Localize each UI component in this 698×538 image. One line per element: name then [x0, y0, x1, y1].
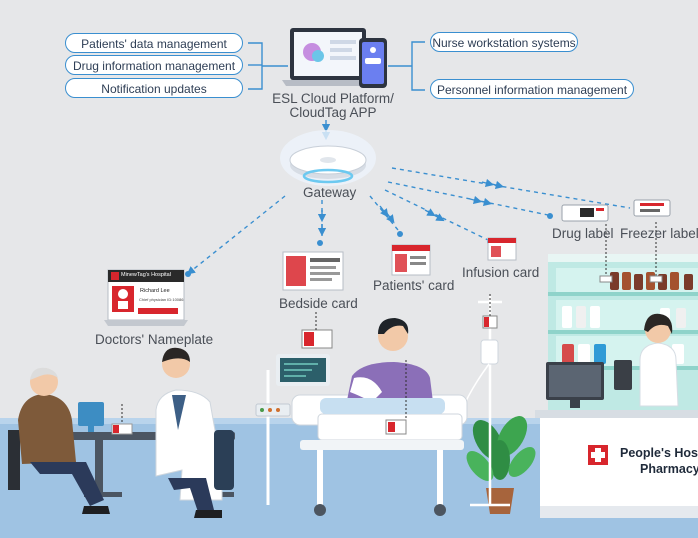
shelf-label-markers — [605, 222, 657, 276]
nameplate-hospital: MinewTag's Hospital — [121, 272, 171, 278]
module-personnel-info: Personnel information management — [430, 79, 634, 99]
desk-nameplate-tag — [111, 404, 133, 435]
platform-label: ESL Cloud Platform/ CloudTag APP — [270, 92, 396, 120]
hospital-bed — [291, 394, 468, 516]
bedside-tag-small — [301, 312, 333, 349]
pharmacy-sign-line1: People's Hospi — [620, 446, 698, 460]
nameplate-title: Chief physician ID:10086 — [139, 297, 184, 302]
desk-monitor — [78, 402, 104, 432]
bedside-card-tag — [282, 251, 344, 291]
module-patients-data: Patients' data management — [65, 33, 243, 53]
wristband-tag — [385, 360, 407, 435]
elder-patient-figure — [8, 367, 110, 514]
module-nurse-workstation: Nurse workstation systems — [430, 32, 578, 52]
freezer-label-label: Freezer label — [620, 226, 698, 241]
plant-icon — [466, 416, 536, 514]
bedside-monitor — [255, 354, 330, 505]
module-drug-info: Drug information management — [65, 55, 243, 75]
module-connector-right — [388, 41, 425, 91]
module-connector-left — [248, 42, 288, 90]
drug-label-tag — [561, 204, 609, 222]
pharmacy-sign-line2: Pharmacy — [640, 462, 698, 476]
bedside-card-label: Bedside card — [279, 296, 358, 311]
freezer-label-tag — [633, 199, 671, 217]
patients-card-label: Patients' card — [373, 278, 455, 293]
iv-tag-small — [482, 294, 498, 329]
iv-bag — [461, 339, 499, 411]
pharmacy-monitor — [546, 362, 604, 408]
platform-label-line1: ESL Cloud Platform/ — [272, 91, 394, 106]
platform-label-line2: CloudTag APP — [289, 105, 377, 120]
phone-icon — [359, 38, 387, 88]
gateway-links — [186, 167, 631, 275]
gateway-label: Gateway — [303, 185, 357, 200]
pharmacy-counter — [535, 410, 698, 518]
module-notification-updates: Notification updates — [65, 78, 243, 98]
laptop-icon — [282, 28, 374, 86]
drug-label-label: Drug label — [552, 226, 614, 241]
shelf-price-tags — [599, 275, 663, 283]
infusion-card-label: Infusion card — [462, 265, 540, 280]
pharmacist-figure — [614, 313, 679, 407]
patient-figure — [320, 318, 445, 414]
infusion-card-tag — [487, 237, 517, 261]
doctors-nameplate-tag — [104, 269, 188, 326]
doctors-nameplate-label: Doctors' Nameplate — [95, 332, 214, 347]
patients-card-tag — [391, 244, 431, 276]
nameplate-name: Richard Lee — [140, 288, 170, 294]
doctor-figure — [155, 347, 234, 518]
gateway-icon — [280, 130, 376, 186]
